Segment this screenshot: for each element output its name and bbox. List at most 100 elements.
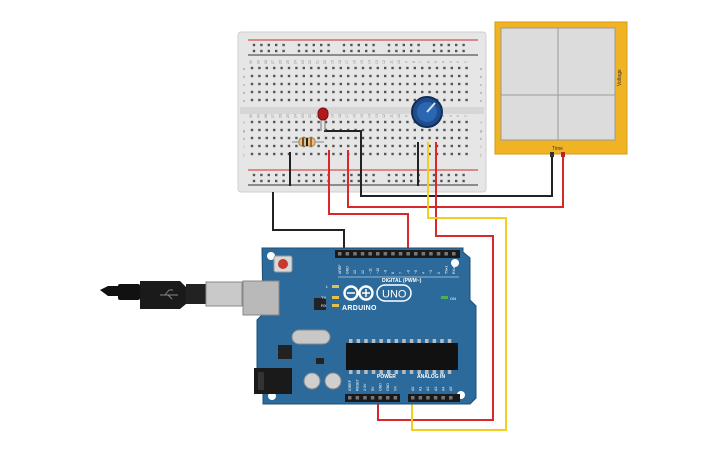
breadboard-hole[interactable] (324, 144, 328, 148)
breadboard-hole[interactable] (339, 90, 342, 94)
breadboard-hole[interactable] (361, 152, 365, 156)
rail-hole[interactable] (275, 49, 278, 53)
breadboard-hole[interactable] (354, 144, 357, 148)
breadboard-hole[interactable] (443, 82, 446, 86)
breadboard-hole[interactable] (354, 120, 357, 124)
breadboard-hole[interactable] (295, 144, 298, 148)
breadboard-hole[interactable] (391, 90, 394, 94)
breadboard-hole[interactable] (287, 90, 291, 94)
breadboard-hole[interactable] (287, 74, 291, 78)
breadboard-hole[interactable] (347, 90, 350, 94)
breadboard-hole[interactable] (339, 144, 342, 148)
scope-probe-positive[interactable] (561, 152, 565, 157)
breadboard-hole[interactable] (443, 74, 446, 78)
rail-hole[interactable] (297, 43, 301, 47)
breadboard-hole[interactable] (369, 66, 372, 70)
breadboard-hole[interactable] (295, 136, 298, 140)
breadboard-hole[interactable] (376, 128, 379, 132)
breadboard-hole[interactable] (413, 136, 416, 140)
breadboard-hole[interactable] (465, 74, 468, 78)
breadboard-hole[interactable] (398, 82, 402, 86)
rail-hole[interactable] (350, 179, 353, 183)
wire-black-to-scope[interactable] (324, 130, 553, 197)
breadboard-hole[interactable] (376, 120, 379, 124)
rail-hole[interactable] (312, 179, 315, 183)
breadboard-hole[interactable] (250, 136, 254, 140)
breadboard-hole[interactable] (376, 98, 379, 102)
rail-hole[interactable] (305, 173, 308, 177)
rail-hole[interactable] (432, 49, 436, 53)
rail-hole[interactable] (327, 43, 330, 47)
breadboard-hole[interactable] (421, 82, 424, 86)
rail-hole[interactable] (462, 179, 465, 183)
breadboard-hole[interactable] (428, 66, 431, 70)
breadboard-hole[interactable] (398, 98, 402, 102)
breadboard-hole[interactable] (413, 152, 416, 156)
breadboard-hole[interactable] (347, 136, 350, 140)
breadboard-hole[interactable] (391, 144, 394, 148)
breadboard-hole[interactable] (273, 120, 276, 124)
breadboard-hole[interactable] (443, 144, 446, 148)
breadboard-hole[interactable] (421, 136, 424, 140)
breadboard-hole[interactable] (458, 66, 461, 70)
breadboard-hole[interactable] (250, 82, 254, 86)
breadboard-hole[interactable] (428, 90, 431, 94)
breadboard-hole[interactable] (258, 74, 261, 78)
breadboard-hole[interactable] (302, 82, 305, 86)
power-pin-hole[interactable] (386, 396, 390, 400)
rail-hole[interactable] (282, 43, 285, 47)
breadboard-hole[interactable] (265, 136, 268, 140)
rail-hole[interactable] (252, 43, 256, 47)
breadboard-hole[interactable] (280, 136, 283, 140)
breadboard-hole[interactable] (413, 66, 416, 70)
rail-hole[interactable] (267, 49, 270, 53)
breadboard-hole[interactable] (324, 152, 328, 156)
breadboard-hole[interactable] (295, 66, 298, 70)
resistor[interactable] (292, 137, 324, 147)
breadboard-hole[interactable] (332, 152, 335, 156)
breadboard-hole[interactable] (413, 144, 416, 148)
power-pin-hole[interactable] (393, 396, 398, 400)
power-pin-hole[interactable] (378, 396, 382, 400)
rail-hole[interactable] (350, 173, 353, 177)
rail-hole[interactable] (267, 43, 270, 47)
breadboard-hole[interactable] (361, 66, 365, 70)
breadboard-hole[interactable] (376, 144, 379, 148)
breadboard-hole[interactable] (413, 74, 416, 78)
breadboard-hole[interactable] (332, 136, 335, 140)
breadboard-hole[interactable] (458, 90, 461, 94)
breadboard-hole[interactable] (332, 144, 335, 148)
rail-hole[interactable] (462, 43, 465, 47)
breadboard-hole[interactable] (302, 98, 305, 102)
digital-pin-hole[interactable] (383, 252, 388, 256)
rail-hole[interactable] (260, 43, 263, 47)
breadboard-hole[interactable] (384, 128, 387, 132)
rail-hole[interactable] (432, 179, 436, 183)
breadboard-hole[interactable] (450, 66, 453, 70)
rail-hole[interactable] (365, 173, 368, 177)
breadboard-hole[interactable] (369, 98, 372, 102)
rail-hole[interactable] (350, 49, 353, 53)
breadboard-hole[interactable] (273, 136, 276, 140)
rail-hole[interactable] (462, 49, 465, 53)
scope-probe-negative[interactable] (550, 152, 554, 157)
breadboard-hole[interactable] (465, 136, 468, 140)
digital-pin-hole[interactable] (421, 252, 426, 256)
rail-hole[interactable] (260, 49, 263, 53)
rail-hole[interactable] (402, 173, 405, 177)
breadboard-hole[interactable] (250, 66, 254, 70)
breadboard-hole[interactable] (287, 144, 291, 148)
rail-hole[interactable] (267, 179, 270, 183)
breadboard-hole[interactable] (273, 74, 276, 78)
rail-hole[interactable] (440, 49, 443, 53)
breadboard-hole[interactable] (458, 128, 461, 132)
breadboard-hole[interactable] (406, 136, 409, 140)
breadboard-hole[interactable] (332, 74, 335, 78)
rail-hole[interactable] (282, 173, 285, 177)
digital-pin-hole[interactable] (376, 252, 380, 256)
breadboard-hole[interactable] (369, 90, 372, 94)
breadboard-hole[interactable] (361, 90, 365, 94)
rail-hole[interactable] (305, 49, 308, 53)
breadboard-hole[interactable] (280, 120, 283, 124)
